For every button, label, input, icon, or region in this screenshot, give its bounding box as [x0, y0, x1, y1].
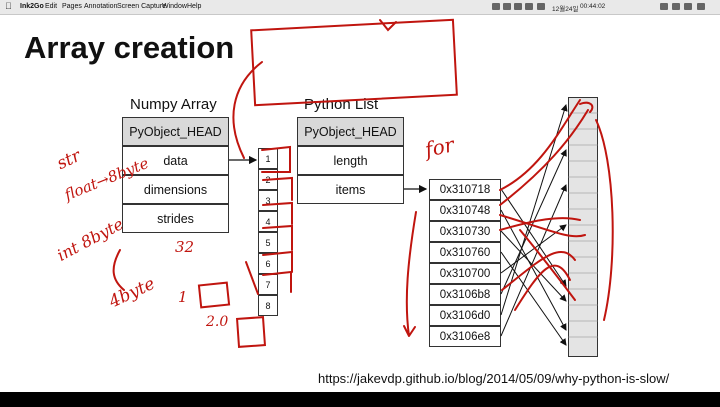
menu-help[interactable]: Help	[187, 3, 202, 10]
menu-annotation[interactable]: Annotation	[84, 3, 118, 10]
data-cell-8: 8	[258, 295, 278, 316]
siri-icon[interactable]	[684, 3, 692, 10]
pylist-length-field: length	[297, 146, 404, 175]
time-display[interactable]: 00:44:02	[580, 3, 606, 10]
apple-icon[interactable]: 	[5, 1, 12, 11]
pointer-cell: 0x3106b8	[429, 284, 501, 305]
source-url: https://jakevdp.github.io/blog/2014/05/0…	[318, 371, 670, 386]
pylist-items-field: items	[297, 175, 404, 204]
numpy-pyobject-head: PyObject_HEAD	[122, 117, 229, 146]
wifi-icon[interactable]	[514, 3, 522, 10]
annotation-1: 1	[178, 288, 188, 306]
tray-app-icon[interactable]	[492, 3, 500, 10]
menu-screen-capture[interactable]: Screen Capture	[117, 3, 167, 10]
python-object-column	[568, 97, 598, 357]
numpy-data-field: data	[122, 146, 229, 175]
date-display[interactable]: 12월24일	[552, 6, 579, 13]
numpy-strides-field: strides	[122, 204, 229, 233]
bottom-bar	[0, 392, 720, 407]
search-icon[interactable]	[672, 3, 680, 10]
pointer-cell: 0x310730	[429, 221, 501, 242]
annotation-32: 32	[175, 238, 195, 256]
menu-bar:  Ink2Go Edit Pages Annotation Screen Ca…	[0, 0, 720, 15]
menu-edit[interactable]: Edit	[45, 3, 58, 10]
data-cell-5: 5	[258, 232, 278, 253]
tray-window-icon[interactable]	[503, 3, 511, 10]
menu-window[interactable]: Window	[162, 3, 187, 10]
menu-pages[interactable]: Pages	[62, 3, 82, 10]
numpy-array-heading: Numpy Array	[130, 96, 217, 113]
pointer-cell: 0x310718	[429, 179, 501, 200]
numpy-dimensions-field: dimensions	[122, 175, 229, 204]
pointer-cell: 0x3106d0	[429, 305, 501, 326]
battery-icon[interactable]	[525, 3, 533, 10]
volume-icon[interactable]	[537, 3, 545, 10]
pylist-pyobject-head: PyObject_HEAD	[297, 117, 404, 146]
menu-app-name[interactable]: Ink2Go	[20, 3, 44, 10]
notification-center-icon[interactable]	[697, 3, 705, 10]
slide-title: Array creation	[24, 30, 235, 65]
pointer-cell: 0x310700	[429, 263, 501, 284]
pointer-cell: 0x310748	[429, 200, 501, 221]
user-icon[interactable]	[660, 3, 668, 10]
pointer-cell: 0x3106e8	[429, 326, 501, 347]
pointer-cell: 0x310760	[429, 242, 501, 263]
annotation-2-0: 2.0	[206, 314, 229, 330]
